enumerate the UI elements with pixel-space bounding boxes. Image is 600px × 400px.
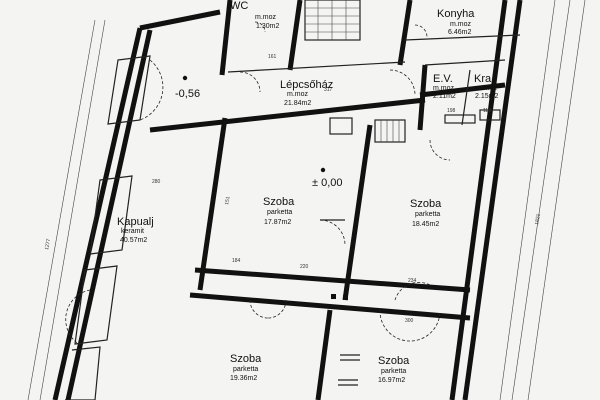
yard-level-dot [182,75,188,81]
room-szoba-1: Szoba parketta 17.87m2 [263,196,295,226]
room-konyha: Konyha m.moz 6.46m2 [437,8,475,36]
room-name: E.V. [433,73,453,85]
room-area: 16.97m2 [378,377,405,384]
room-floor: keramit [121,228,144,235]
door-swings [239,21,451,386]
room-area: 6.46m2 [448,29,471,36]
room-floor: m.moz [476,85,498,92]
room-floor: m.moz [287,91,309,98]
room-name: Kra [474,73,492,85]
room-floor: m.moz [433,85,455,92]
room-kra: Kra m.moz 2.15m2 [474,73,498,100]
room-floor: m.moz [450,21,472,28]
room-area: 2.15m2 [475,93,498,100]
room-floor: parketta [381,368,406,375]
yard-level-label: -0,56 [175,88,200,100]
room-kapualj: Kapualj keramit 40.57m2 [117,216,154,244]
staircase [304,0,406,143]
left-window-bays [65,55,164,400]
room-area: 18.45m2 [412,221,439,228]
room-area: 1.30m2 [256,23,279,30]
room-name: Szoba [263,196,295,208]
room-name: Konyha [437,8,475,20]
dim-1821: 1821 [534,213,542,225]
ground-level-dot [320,167,326,173]
room-szoba-3: Szoba parketta 19.36m2 [230,353,262,382]
room-area: 40.57m2 [120,237,147,244]
room-name: Lépcsőház [280,79,333,91]
dim-118: 118 [483,108,491,114]
room-floor: parketta [233,366,258,373]
dim-151: 151 [224,196,231,205]
room-ev: E.V. m.moz 2.11m2 [433,73,456,100]
ground-level-label: ± 0,00 [312,177,343,189]
dimension-lines [27,0,586,400]
dim-1277: 1277 [44,238,52,250]
room-floor: m.moz [255,14,277,21]
room-name: Kapualj [117,216,154,228]
dim-317: 317 [324,87,333,93]
dim-280: 280 [152,179,161,185]
room-szoba-4: Szoba parketta 16.97m2 [378,355,410,384]
room-name: Szoba [378,355,410,367]
room-name: Szoba [410,198,442,210]
dim-300: 300 [405,318,414,324]
room-floor: parketta [267,209,292,216]
room-area: 21.84m2 [284,100,311,107]
room-name: WC [230,0,248,12]
dim-234: 234 [408,278,417,284]
room-wc: WC m.moz 1.30m2 [230,0,279,30]
dim-184: 184 [232,258,241,264]
room-szoba-2: Szoba parketta 18.45m2 [410,198,442,228]
room-name: Szoba [230,353,262,365]
room-area: 2.11m2 [433,93,456,100]
dimension-labels: 317 184 220 234 280 300 118 198 161 151 … [44,54,542,324]
exterior-walls [52,0,523,400]
level-markers [182,75,501,300]
room-area: 17.87m2 [264,219,291,226]
dim-220: 220 [300,264,309,270]
room-area: 19.36m2 [230,375,257,382]
room-floor: parketta [415,211,440,218]
dim-198: 198 [447,108,456,114]
dim-161: 161 [268,54,277,60]
interior-walls [149,0,521,400]
room-lepcsohaz: Lépcsőház m.moz 21.84m2 [280,79,333,107]
